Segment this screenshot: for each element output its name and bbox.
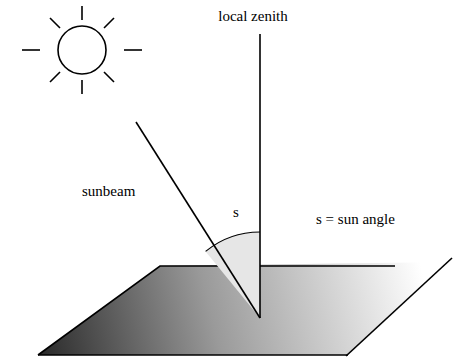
angle-label: s (233, 203, 239, 221)
ray-label: sunbeam (82, 182, 135, 200)
plane-edge (346, 258, 452, 356)
zenith-line (259, 34, 261, 318)
angle-arc (206, 232, 260, 251)
sunbeam-line (136, 122, 260, 318)
plane-edge (38, 266, 395, 355)
plane-edge (38, 354, 348, 356)
sun-symbol (22, 6, 142, 94)
axis-label: local zenith (218, 7, 288, 25)
legend-note: s = sun angle (316, 210, 395, 228)
